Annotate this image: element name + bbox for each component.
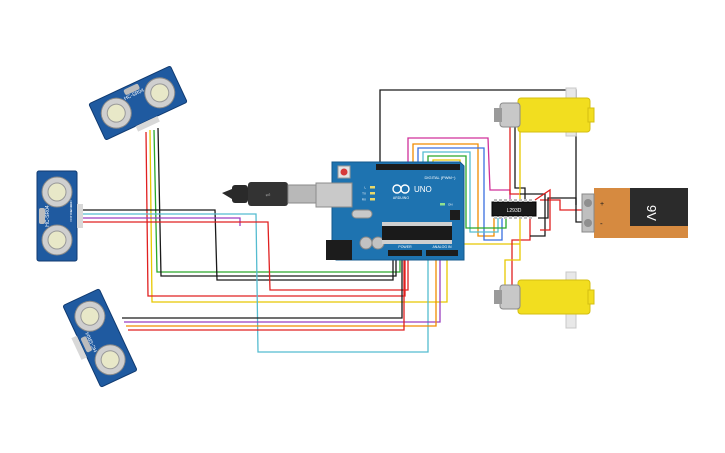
wire-s3-black (122, 255, 403, 319)
sensor-1-crystal (123, 83, 140, 95)
motor-1-endcap (494, 108, 502, 122)
l293d-pins (494, 199, 532, 219)
ultrasonic-sensor-1[interactable]: HC-SR04 (88, 66, 190, 146)
wire-s3-purple (124, 255, 441, 323)
sensor-3-transducer-left (94, 344, 126, 376)
led-rx-icon (370, 198, 375, 201)
arduino-icsp-header[interactable] (450, 210, 460, 220)
sensor-2-pin-trig: TRIG (69, 209, 73, 217)
wire-d-blue (417, 147, 503, 241)
usb-plug-body (248, 182, 288, 206)
wire-l293-black (520, 193, 546, 237)
wire-d-cyan (422, 151, 499, 233)
arduino-power-label: POWER (398, 245, 412, 249)
wire-s3-red (128, 255, 405, 331)
battery-9v[interactable]: + - 9V (581, 188, 688, 238)
arduino-crystal (351, 209, 373, 219)
l293d-label: L293D (507, 208, 522, 214)
sensor-1-transducer-right (144, 77, 176, 109)
usb-cable[interactable]: ⇌ (222, 182, 319, 206)
usb-cable-strain-tip (222, 189, 232, 199)
led-tx-label: TX (362, 192, 366, 196)
wire-m2-red (511, 218, 531, 292)
arduino-digital-header[interactable] (376, 164, 460, 170)
ultrasonic-sensor-3[interactable]: HC-SR04 (57, 288, 137, 390)
ultrasonic-sensor-2[interactable]: HC-SR04 VCC TRIG ECHO GND (36, 170, 83, 262)
dc-motor-1[interactable] (494, 87, 595, 137)
wire-s2-purple (76, 217, 241, 226)
arduino-usb-port[interactable] (315, 182, 353, 208)
led-rx-label: RX (362, 198, 366, 202)
arduino-analog-header[interactable] (426, 250, 458, 256)
sensor-1-transducer-left (100, 97, 132, 129)
arduino-power-header[interactable] (388, 250, 422, 256)
wire-s1-black (157, 127, 397, 277)
usb-cable-boot (232, 185, 248, 203)
battery-voltage-label: 9V (644, 205, 659, 221)
sensor-2-pin-vcc: VCC (69, 215, 73, 222)
atmega-socket-top (382, 222, 452, 226)
motor-2-can (499, 284, 521, 310)
battery-body-left (594, 188, 630, 238)
sensor-3-crystal (80, 336, 92, 353)
led-on-label: ON (448, 203, 453, 207)
wire-s1-green (153, 129, 401, 273)
wire-s2-cyan (76, 213, 429, 353)
led-l-label: L (364, 186, 366, 190)
wire-d-black (379, 89, 577, 205)
usb-plug-metal (287, 184, 319, 204)
wire-s2-red (76, 221, 409, 291)
led-on-icon (440, 203, 445, 206)
motor-1-can (499, 102, 521, 128)
sensor-2-model-label: HC-SR04 (45, 205, 51, 227)
arduino-uno[interactable]: DIGITAL (PWM~) UNO ARDUINO L TX RX ON PO… (315, 161, 465, 261)
wire-l293-red2 (534, 188, 551, 231)
atmega-chip (382, 226, 452, 240)
wire-s3-orange (126, 255, 437, 327)
wire-d-yellow2 (432, 159, 520, 245)
sensor-2-pin-echo: ECHO (69, 203, 73, 212)
wire-bat-red (540, 199, 588, 211)
arduino-leds: L TX RX ON (362, 186, 453, 207)
arduino-uno-text: UNO (414, 185, 432, 194)
motor-1-gearbox (517, 97, 591, 133)
battery-terminal-pos[interactable] (584, 199, 592, 207)
battery-pos-label: + (600, 201, 604, 208)
wire-s2-black (76, 209, 394, 281)
motor-2-endcap (494, 290, 502, 304)
sensor-3-transducer-right (74, 300, 106, 332)
battery-neg-label: - (600, 219, 603, 228)
motor-driver-ic[interactable]: L293D (491, 199, 537, 219)
arduino-power-jack[interactable] (326, 240, 352, 260)
wire-d-green (427, 155, 507, 229)
wire-m1-red (509, 110, 520, 195)
atmega-socket-bottom (382, 240, 452, 244)
led-l-icon (370, 186, 375, 189)
wire-bat-black (538, 197, 588, 223)
led-tx-icon (370, 192, 375, 195)
dc-motor-2[interactable] (494, 271, 595, 329)
battery-terminal-neg[interactable] (584, 219, 592, 227)
arduino-digital-label: DIGITAL (PWM~) (425, 175, 457, 180)
sensor-1-header-pins[interactable] (135, 116, 160, 132)
sensor-2-crystal (39, 208, 45, 224)
reset-button-cap-icon (340, 168, 348, 176)
sensor-2-transducer-left (41, 224, 73, 256)
motor-2-gearbox (517, 279, 591, 315)
sensor-3-header-pins[interactable] (71, 335, 87, 360)
arduino-analog-label: ANALOG IN (432, 245, 452, 249)
wire-d-orange (412, 143, 495, 237)
arduino-brand-text: ARDUINO (393, 196, 409, 200)
arduino-capacitor-1 (359, 236, 373, 250)
arduino-logo: UNO ARDUINO (392, 184, 432, 200)
sensor-2-pin-gnd: GND (69, 200, 73, 208)
sensor-2-header-pins[interactable] (77, 204, 83, 228)
sensor-2-transducer-right (41, 176, 73, 208)
usb-plug-logo: ⇌ (265, 191, 270, 198)
wire-s1-yellow (149, 129, 448, 303)
